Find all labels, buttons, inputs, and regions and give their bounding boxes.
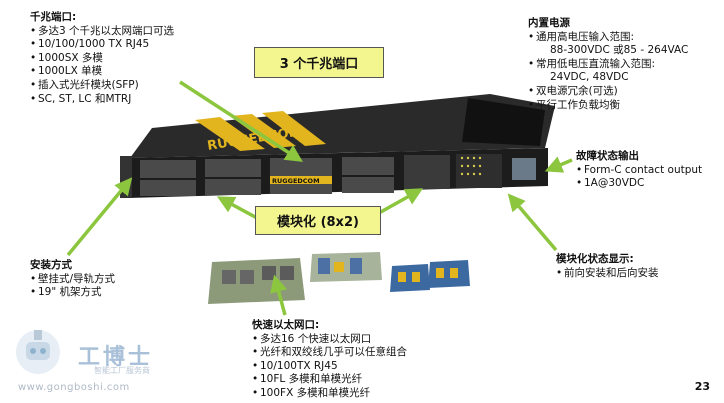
callout-modular: 模块化 (8x2) xyxy=(255,206,381,235)
list-item: 1000LX 单模 xyxy=(30,65,174,79)
list-item: 10/100/1000 TX RJ45 xyxy=(30,38,174,52)
fault-output-heading: 故障状态输出 xyxy=(576,150,639,162)
list-item: 100FX 多模和单模光纤 xyxy=(252,387,407,401)
fault-output-list: Form-C contact output 1A@30VDC xyxy=(576,164,702,191)
list-item: SC, ST, LC 和MTRJ xyxy=(30,93,174,107)
robot-mascot-icon xyxy=(16,330,60,374)
gigabit-ports-list: 多达3 个千兆以太网端口可选 10/100/1000 TX RJ45 1000S… xyxy=(30,25,174,107)
list-item: 平行工作负载均衡 xyxy=(528,99,688,113)
gigabit-ports-heading: 千兆端口: xyxy=(30,11,77,23)
list-item: 双电源冗余(可选) xyxy=(528,85,688,99)
module-status-block: 模块化状态显示: 前向安装和后向安装 xyxy=(556,253,659,280)
power-supply-block: 内置电源 通用高电压输入范围: 88-300VDC 或85 - 264VAC 常… xyxy=(528,17,688,112)
list-item: 通用高电压输入范围: xyxy=(528,31,688,45)
list-item: 壁挂式/导轨方式 xyxy=(30,273,115,287)
watermark-tagline: 智能工厂服务商 xyxy=(94,366,150,375)
list-item: 多达3 个千兆以太网端口可选 xyxy=(30,25,174,39)
front-brand-label: RUGGEDCOM xyxy=(272,177,320,185)
list-item: 多达16 个快速以太网口 xyxy=(252,333,407,347)
list-item: 常用低电压直流输入范围: xyxy=(528,58,688,72)
power-supply-list: 通用高电压输入范围: 88-300VDC 或85 - 264VAC 常用低电压直… xyxy=(528,31,688,113)
page-number: 23 xyxy=(694,380,710,393)
watermark-url: www.gongboshi.com xyxy=(18,382,130,393)
list-item: 19" 机架方式 xyxy=(30,286,115,300)
mounting-heading: 安装方式 xyxy=(30,259,72,271)
callout-gigabit-ports: 3 个千兆端口 xyxy=(254,47,384,78)
list-item: 88-300VDC 或85 - 264VAC xyxy=(550,44,689,57)
list-item: 光纤和双绞线几乎可以任意组合 xyxy=(252,346,407,360)
front-port-modules xyxy=(140,154,536,196)
module-status-list: 前向安装和后向安装 xyxy=(556,267,659,281)
spare-modules xyxy=(208,252,470,304)
status-leds xyxy=(460,156,482,176)
list-item: 1000SX 多模 xyxy=(30,52,174,66)
fast-ethernet-block: 快速以太网口: 多达16 个快速以太网口 光纤和双绞线几乎可以任意组合 10/1… xyxy=(252,319,407,401)
list-item: 24VDC, 48VDC xyxy=(550,71,629,84)
mounting-block: 安装方式 壁挂式/导轨方式 19" 机架方式 xyxy=(30,259,115,300)
list-item: 1A@30VDC xyxy=(576,177,702,191)
chassis-stripes xyxy=(195,111,326,151)
fault-output-block: 故障状态输出 Form-C contact output 1A@30VDC xyxy=(576,150,702,191)
list-item: 插入式光纤模块(SFP) xyxy=(30,79,174,93)
module-status-heading: 模块化状态显示: xyxy=(556,253,634,265)
list-item: 10FL 多模和单模光纤 xyxy=(252,373,407,387)
list-item: Form-C contact output xyxy=(576,164,702,178)
list-item: 10/100TX RJ45 xyxy=(252,360,407,374)
list-item: 前向安装和后向安装 xyxy=(556,267,659,281)
gigabit-ports-block: 千兆端口: 多达3 个千兆以太网端口可选 10/100/1000 TX RJ45… xyxy=(30,11,174,106)
fast-ethernet-heading: 快速以太网口: xyxy=(252,319,320,331)
power-supply-heading: 内置电源 xyxy=(528,17,570,29)
fast-ethernet-list: 多达16 个快速以太网口 光纤和双绞线几乎可以任意组合 10/100TX RJ4… xyxy=(252,333,407,401)
mounting-list: 壁挂式/导轨方式 19" 机架方式 xyxy=(30,273,115,300)
watermark-brand: 工博士 xyxy=(78,345,154,370)
